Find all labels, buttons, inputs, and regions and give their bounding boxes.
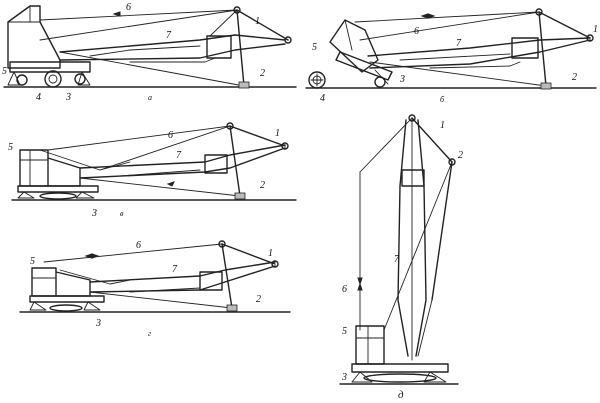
label-a-2: 2 — [260, 68, 265, 79]
label-b-6: 6 — [414, 26, 419, 37]
label-a-6: 6 — [126, 2, 131, 13]
caption-g: г — [148, 329, 151, 338]
label-b-4: 4 — [320, 93, 325, 104]
label-g-1: 1 — [268, 248, 273, 259]
panel-b: 1 2 3 4 5 6 7 б — [305, 8, 598, 104]
label-g-5: 5 — [30, 256, 35, 267]
label-d-2: 2 — [458, 150, 463, 161]
panel-a: 1 2 3 4 5 6 7 а — [2, 2, 297, 103]
panel-d: 1 2 3 5 6 7 д — [339, 114, 463, 401]
label-v-1: 1 — [275, 128, 280, 139]
label-b-3: 3 — [399, 74, 405, 85]
label-b-7: 7 — [456, 38, 462, 49]
label-g-7: 7 — [172, 264, 178, 275]
caption-v: в — [120, 209, 124, 218]
label-b-1: 1 — [593, 24, 598, 35]
label-v-3: 3 — [91, 208, 97, 219]
label-b-2: 2 — [572, 72, 577, 83]
label-g-2: 2 — [256, 294, 261, 305]
label-d-3: 3 — [341, 372, 347, 383]
label-a-5: 5 — [2, 66, 7, 77]
caption-d: д — [398, 389, 404, 401]
label-d-7: 7 — [394, 254, 400, 265]
label-v-2: 2 — [260, 180, 265, 191]
panel-v: 5 1 2 3 6 7 в — [8, 122, 297, 219]
label-d-6: 6 — [342, 284, 347, 295]
label-g-3: 3 — [95, 318, 101, 329]
label-a-1: 1 — [255, 16, 260, 27]
label-d-5: 5 — [342, 326, 347, 337]
label-v-6: 6 — [168, 130, 173, 141]
label-a-4: 4 — [36, 92, 41, 103]
label-g-6: 6 — [136, 240, 141, 251]
label-v-5: 5 — [8, 142, 13, 153]
label-v-7: 7 — [176, 150, 182, 161]
label-d-1: 1 — [440, 120, 445, 131]
label-b-5: 5 — [312, 42, 317, 53]
label-a-3: 3 — [65, 92, 71, 103]
label-a-7: 7 — [166, 30, 172, 41]
caption-a: а — [148, 93, 152, 102]
panel-g: 5 1 2 3 6 7 г — [19, 240, 291, 338]
caption-b: б — [440, 95, 445, 104]
